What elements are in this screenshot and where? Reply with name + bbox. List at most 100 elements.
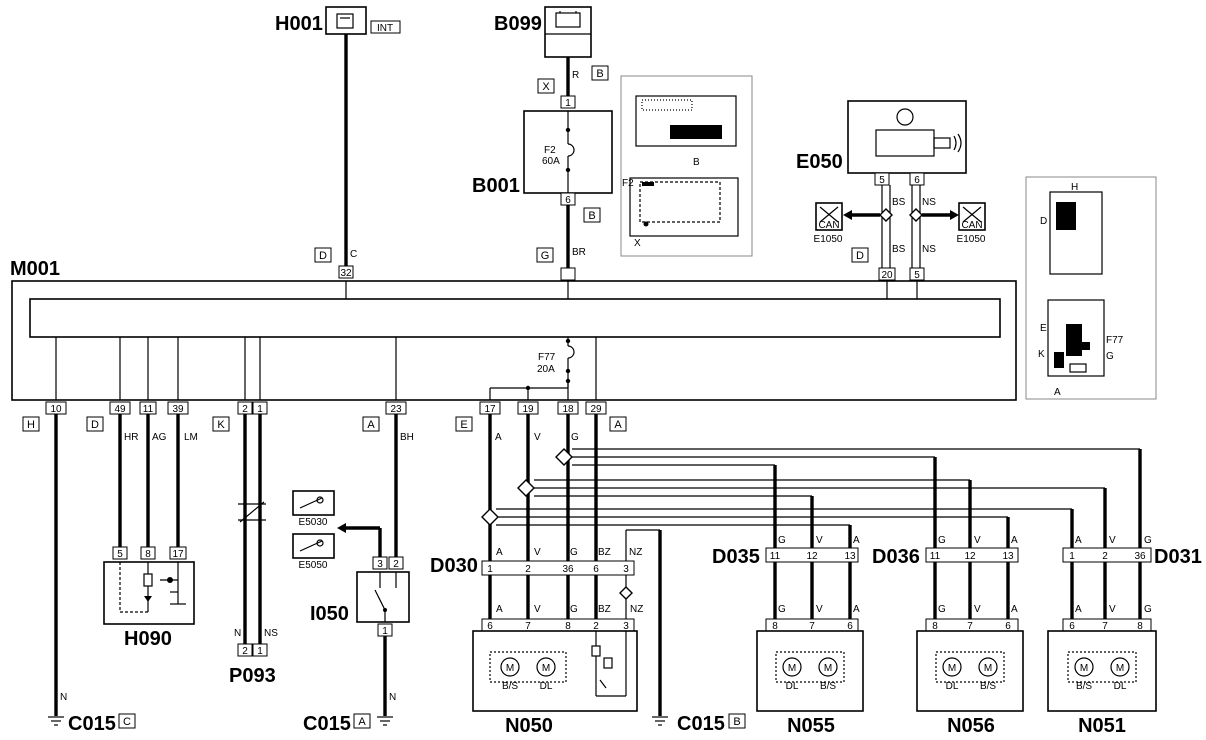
- svg-text:A: A: [367, 419, 375, 431]
- d030-connector: [481, 560, 635, 576]
- svg-text:N: N: [234, 628, 241, 639]
- b001-inset: [620, 75, 753, 257]
- svg-text:V: V: [974, 604, 981, 615]
- svg-text:18: 18: [562, 404, 574, 415]
- svg-text:5: 5: [879, 175, 885, 186]
- tag-b1: [591, 65, 609, 81]
- svg-text:8: 8: [565, 621, 571, 632]
- svg-text:7: 7: [809, 621, 815, 632]
- tag-d2: [851, 247, 869, 263]
- svg-text:D: D: [319, 250, 327, 262]
- svg-text:7: 7: [525, 621, 531, 632]
- svg-text:G: G: [571, 432, 579, 443]
- can-icon-left: [815, 202, 843, 231]
- svg-text:BZ: BZ: [598, 604, 611, 615]
- n055-label: N055: [787, 715, 835, 737]
- m001-internal-lines: [55, 281, 918, 400]
- tag-b2: [583, 207, 601, 223]
- svg-text:G: G: [570, 604, 578, 615]
- ground-icon: [48, 716, 64, 726]
- svg-text:12: 12: [806, 551, 818, 562]
- svg-text:G: G: [1106, 351, 1114, 362]
- svg-text:G: G: [938, 535, 946, 546]
- svg-text:E: E: [1040, 323, 1047, 334]
- svg-text:A: A: [496, 604, 503, 615]
- switch-icon: [336, 13, 354, 29]
- svg-text:2: 2: [393, 559, 399, 570]
- svg-text:19: 19: [522, 404, 534, 415]
- svg-text:B/S: B/S: [980, 681, 996, 692]
- h001-box: [325, 6, 367, 35]
- svg-text:M: M: [984, 663, 992, 674]
- svg-text:E1050: E1050: [814, 234, 843, 245]
- d030-label: D030: [430, 555, 478, 577]
- svg-text:F2: F2: [622, 178, 634, 189]
- svg-text:A: A: [1011, 604, 1018, 615]
- svg-text:B: B: [596, 68, 603, 80]
- svg-text:D: D: [1040, 216, 1047, 227]
- svg-text:11: 11: [770, 551, 781, 562]
- svg-text:V: V: [974, 535, 981, 546]
- svg-text:NS: NS: [922, 244, 936, 255]
- bus-a: [496, 508, 1074, 548]
- svg-text:2: 2: [593, 621, 599, 632]
- horn-icon: [875, 108, 962, 157]
- d036-label: D036: [872, 546, 920, 568]
- b001-label: B001: [472, 175, 520, 197]
- svg-text:2: 2: [1102, 551, 1108, 562]
- motor-icon: [775, 651, 845, 683]
- svg-text:36: 36: [1134, 551, 1146, 562]
- svg-text:X: X: [634, 238, 641, 249]
- svg-text:M: M: [788, 663, 796, 674]
- svg-text:H: H: [27, 419, 35, 431]
- fuse-f2: [565, 111, 575, 193]
- can-icon-right: [958, 202, 986, 231]
- svg-text:23: 23: [390, 404, 402, 415]
- svg-text:M: M: [824, 663, 832, 674]
- motor-icon: [935, 651, 1005, 683]
- svg-text:DL: DL: [946, 681, 959, 692]
- svg-text:M: M: [1080, 663, 1088, 674]
- tag-x: [537, 78, 555, 94]
- svg-text:B/S: B/S: [820, 681, 836, 692]
- svg-text:BH: BH: [400, 432, 414, 443]
- svg-text:13: 13: [1002, 551, 1014, 562]
- svg-text:7: 7: [1102, 621, 1108, 632]
- motor-icon: [1067, 651, 1137, 683]
- h090-box: [103, 561, 195, 625]
- m001-inset-drawing: [1047, 191, 1105, 377]
- svg-text:A: A: [495, 432, 502, 443]
- svg-text:BR: BR: [572, 247, 586, 258]
- svg-text:G: G: [938, 604, 946, 615]
- battery-icon: [545, 11, 591, 35]
- svg-text:8: 8: [932, 621, 938, 632]
- bus-v: [534, 479, 1107, 548]
- svg-text:DL: DL: [1114, 681, 1127, 692]
- svg-text:N: N: [60, 692, 67, 703]
- svg-text:NS: NS: [922, 197, 936, 208]
- ground-icon: [652, 716, 668, 726]
- svg-text:1: 1: [257, 646, 263, 657]
- svg-text:G: G: [778, 535, 786, 546]
- n055-box: [756, 630, 864, 712]
- svg-text:M: M: [542, 663, 550, 674]
- svg-text:6: 6: [914, 175, 920, 186]
- svg-text:1: 1: [1069, 551, 1075, 562]
- svg-text:A: A: [496, 547, 503, 558]
- svg-text:LM: LM: [184, 432, 198, 443]
- wire-color-c: C: [350, 249, 357, 260]
- svg-text:CAN: CAN: [961, 220, 982, 231]
- svg-text:CAN: CAN: [818, 220, 839, 231]
- svg-text:32: 32: [340, 268, 352, 279]
- svg-text:29: 29: [590, 404, 602, 415]
- svg-text:E5050: E5050: [299, 560, 328, 571]
- ground-icon: [377, 716, 393, 726]
- sensor-icon-e5050: [292, 533, 335, 559]
- svg-text:A: A: [358, 716, 366, 728]
- svg-text:10: 10: [50, 404, 62, 415]
- svg-text:F77: F77: [538, 352, 556, 363]
- n056-box: [916, 630, 1024, 712]
- svg-text:12: 12: [964, 551, 976, 562]
- svg-text:6: 6: [565, 195, 571, 206]
- h001-label: H001: [275, 13, 323, 35]
